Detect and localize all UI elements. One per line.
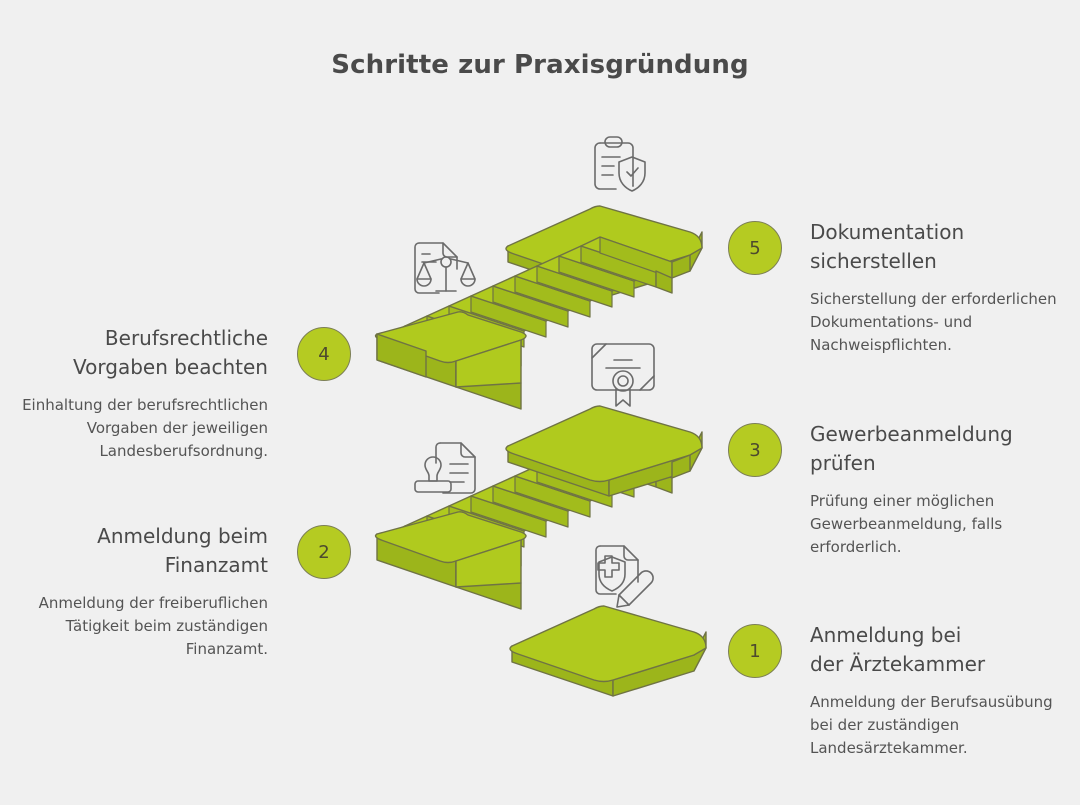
step-number-3: 3 xyxy=(749,439,761,461)
step-description-2: Anmeldung der freiberuflichen Tätigkeit … xyxy=(38,594,268,658)
connector-4 xyxy=(455,339,522,410)
stamp-document-icon xyxy=(414,442,476,494)
step-number-1: 1 xyxy=(749,640,761,662)
platform-3 xyxy=(505,405,703,497)
platform-1 xyxy=(509,605,707,697)
step-block-2: Anmeldung beim Finanzamt Anmeldung der f… xyxy=(18,522,268,660)
step-title-3-line2: prüfen xyxy=(810,451,876,475)
stair-connector-wings xyxy=(671,254,691,479)
step-number-2: 2 xyxy=(318,541,330,563)
step-title-3-line1: Gewerbeanmeldung xyxy=(810,422,1013,446)
step-title-2-line1: Anmeldung beim xyxy=(97,524,268,548)
step-title-5-line2: sicherstellen xyxy=(810,249,937,273)
step-title-4: Berufsrechtliche Vorgaben beachten xyxy=(18,324,268,382)
certificate-seal-icon xyxy=(591,343,655,407)
step-number-5: 5 xyxy=(749,237,761,259)
document-scales-icon xyxy=(414,242,476,294)
step-title-1-line2: der Ärztekammer xyxy=(810,652,986,676)
step-title-2-line2: Finanzamt xyxy=(164,553,268,577)
step-description-1: Anmeldung der Berufsausübung bei der zus… xyxy=(810,693,1053,757)
step-block-4: Berufsrechtliche Vorgaben beachten Einha… xyxy=(18,324,268,462)
step-title-1: Anmeldung bei der Ärztekammer xyxy=(810,621,1060,679)
step-badge-4: 4 xyxy=(297,327,351,381)
step-title-5: Dokumentation sicherstellen xyxy=(810,218,1060,276)
step-badge-3: 3 xyxy=(728,423,782,477)
step-block-3: Gewerbeanmeldung prüfen Prüfung einer mö… xyxy=(810,420,1060,558)
step-block-1: Anmeldung bei der Ärztekammer Anmeldung … xyxy=(810,621,1060,759)
page-title: Schritte zur Praxisgründung xyxy=(331,50,749,80)
connector-2 xyxy=(455,539,522,610)
step-title-1-line1: Anmeldung bei xyxy=(810,623,962,647)
step-description-5: Sicherstellung der erforderlichen Dokume… xyxy=(810,290,1057,354)
step-block-5: Dokumentation sicherstellen Sicherstellu… xyxy=(810,218,1060,356)
step-title-4-line1: Berufsrechtliche xyxy=(104,326,268,350)
medical-document-pencil-icon xyxy=(595,545,654,608)
step-badge-2: 2 xyxy=(297,525,351,579)
step-number-4: 4 xyxy=(318,343,330,365)
step-title-4-line2: Vorgaben beachten xyxy=(73,355,268,379)
clipboard-shield-check-icon xyxy=(594,136,646,192)
step-description-4: Einhaltung der berufsrechtlichen Vorgabe… xyxy=(22,396,268,460)
step-badge-1: 1 xyxy=(728,624,782,678)
step-description-3: Prüfung einer möglichen Gewerbeanmeldung… xyxy=(810,492,1003,556)
step-title-2: Anmeldung beim Finanzamt xyxy=(18,522,268,580)
step-badge-5: 5 xyxy=(728,221,782,275)
step-title-5-line1: Dokumentation xyxy=(810,220,965,244)
step-title-3: Gewerbeanmeldung prüfen xyxy=(810,420,1060,478)
